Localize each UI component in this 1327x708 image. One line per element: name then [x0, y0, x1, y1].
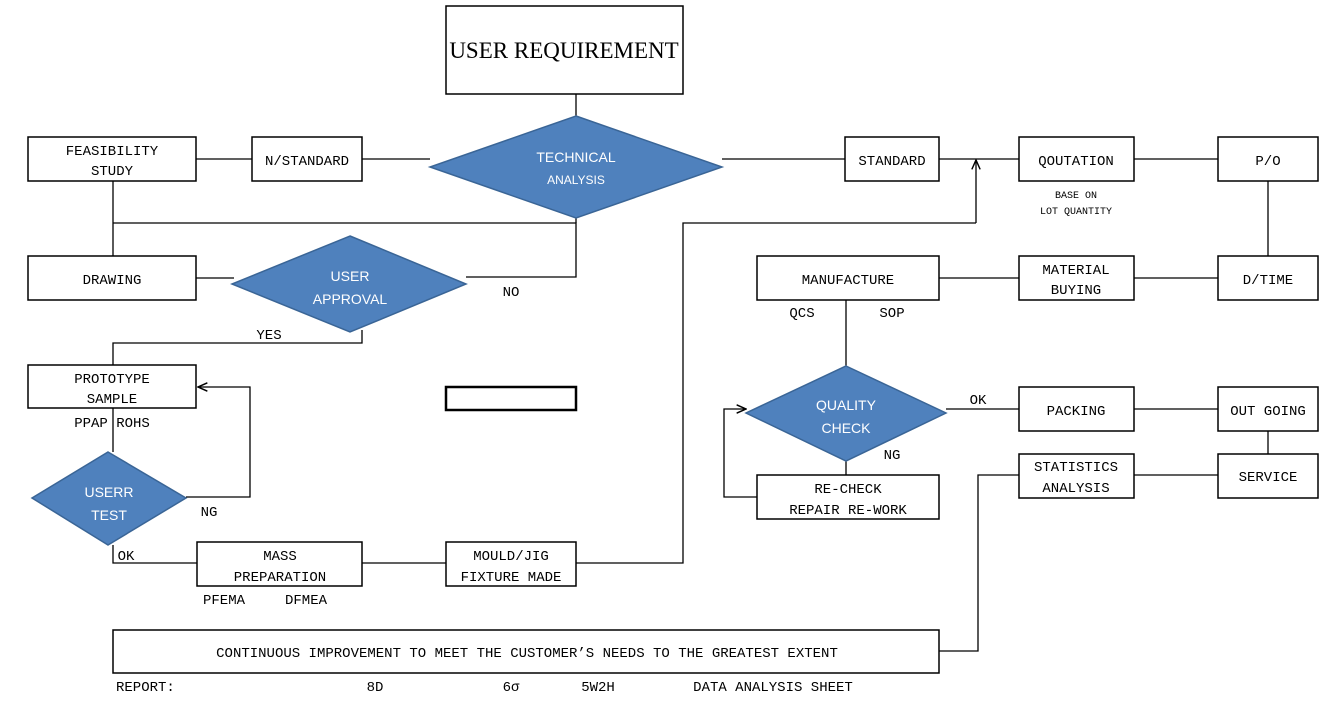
- feasibility-study-box: [27, 136, 197, 182]
- service-box: [1217, 453, 1319, 499]
- page-title: USER REQUIREMENT: [449, 38, 678, 63]
- continuous-improvement-box: [112, 629, 940, 674]
- user-approval-diamond: [230, 235, 468, 333]
- qcs-label: QCS: [789, 306, 814, 322]
- quality-check-line2: CHECK: [821, 420, 871, 436]
- mass-preparation-line2: PREPARATION: [234, 570, 326, 586]
- prototype-sample-line1: PROTOTYPE: [74, 372, 150, 388]
- yes-label: YES: [256, 328, 281, 344]
- recheck-line1: RE-CHECK: [814, 482, 882, 498]
- pfema-label: PFEMA: [203, 593, 246, 609]
- userr-test-diamond: [30, 451, 188, 546]
- n-standard-box: [251, 136, 363, 182]
- dfmea-label: DFMEA: [285, 593, 328, 609]
- userr-test-line2: TEST: [91, 507, 127, 523]
- statistics-analysis-line2: ANALYSIS: [1042, 481, 1109, 497]
- packing-label: PACKING: [1047, 404, 1106, 420]
- ok-test-label: OK: [118, 549, 135, 565]
- no-label: NO: [503, 285, 520, 301]
- report-item-5w2h: 5W2H: [581, 680, 615, 696]
- connector-approval-prototype: [112, 330, 363, 365]
- connectors: [112, 94, 1269, 651]
- continuous-improvement-label: CONTINUOUS IMPROVEMENT TO MEET THE CUSTO…: [216, 646, 838, 662]
- user-approval-line2: APPROVAL: [313, 291, 388, 307]
- manufacture-label: MANUFACTURE: [802, 273, 894, 289]
- report-item-8d: 8D: [367, 680, 384, 696]
- base-on-label: BASE ON: [1055, 191, 1097, 202]
- connector-ng-loop: [186, 387, 251, 498]
- quality-check-diamond: [744, 365, 948, 462]
- sop-label: SOP: [879, 306, 904, 322]
- service-label: SERVICE: [1239, 470, 1298, 486]
- material-buying-line2: BUYING: [1051, 283, 1101, 299]
- report-item-6sigma: 6σ: [503, 680, 520, 696]
- ppap-rohs-label: PPAP ROHS: [74, 416, 150, 432]
- quotation-label: QOUTATION: [1038, 154, 1114, 170]
- mould-jig-line2: FIXTURE MADE: [461, 570, 562, 586]
- userr-test-line1: USERR: [84, 484, 133, 500]
- user-approval-line1: USER: [331, 268, 370, 284]
- out-going-label: OUT GOING: [1230, 404, 1306, 420]
- mass-preparation-box: [196, 541, 363, 587]
- lot-quantity-label: LOT QUANTITY: [1040, 207, 1112, 218]
- drawing-label: DRAWING: [83, 273, 142, 289]
- ng-test-label: NG: [201, 505, 218, 521]
- packing-box: [1018, 386, 1135, 432]
- prototype-sample-box: [27, 364, 197, 409]
- recheck-line2: REPAIR RE-WORK: [789, 503, 907, 519]
- d-time-label: D/TIME: [1243, 273, 1293, 289]
- connector-test-mass: [112, 545, 197, 564]
- recheck-box: [756, 474, 940, 520]
- mould-jig-line1: MOULD/JIG: [473, 549, 549, 565]
- n-standard-label: N/STANDARD: [265, 154, 349, 170]
- ok-quality-label: OK: [970, 393, 987, 409]
- connector-no-loop: [113, 222, 577, 278]
- technical-analysis-line2: ANALYSIS: [547, 173, 605, 187]
- po-box: [1217, 136, 1319, 182]
- technical-analysis-line1: TECHNICAL: [536, 149, 616, 165]
- manufacture-box: [756, 255, 940, 301]
- drawing-box: [27, 255, 197, 301]
- empty-textbox[interactable]: [444, 385, 578, 412]
- quality-check-line1: QUALITY: [816, 397, 877, 413]
- d-time-box: [1217, 255, 1319, 301]
- statistics-analysis-line1: STATISTICS: [1034, 460, 1118, 476]
- report-item-data-analysis-sheet: DATA ANALYSIS SHEET: [693, 680, 853, 696]
- standard-label: STANDARD: [858, 154, 925, 170]
- quotation-box: [1018, 136, 1135, 182]
- feasibility-study-line2: STUDY: [91, 164, 134, 180]
- connector-mould-up: [576, 222, 976, 564]
- report-label: REPORT:: [116, 680, 175, 696]
- material-buying-box: [1018, 255, 1135, 301]
- technical-analysis-diamond: [427, 115, 725, 219]
- prototype-sample-line2: SAMPLE: [87, 392, 137, 408]
- standard-box: [844, 136, 940, 182]
- out-going-box: [1217, 386, 1319, 432]
- ng-quality-label: NG: [884, 448, 901, 464]
- material-buying-line1: MATERIAL: [1042, 263, 1109, 279]
- connector-statistics-improvement: [929, 474, 1019, 651]
- connector-recheck-loop: [723, 409, 757, 498]
- mass-preparation-line1: MASS: [263, 549, 297, 565]
- feasibility-study-line1: FEASIBILITY: [66, 144, 159, 160]
- statistics-analysis-box: [1018, 453, 1135, 499]
- po-label: P/O: [1255, 154, 1280, 170]
- mould-jig-box: [445, 541, 577, 587]
- user-requirement-box: [445, 5, 684, 95]
